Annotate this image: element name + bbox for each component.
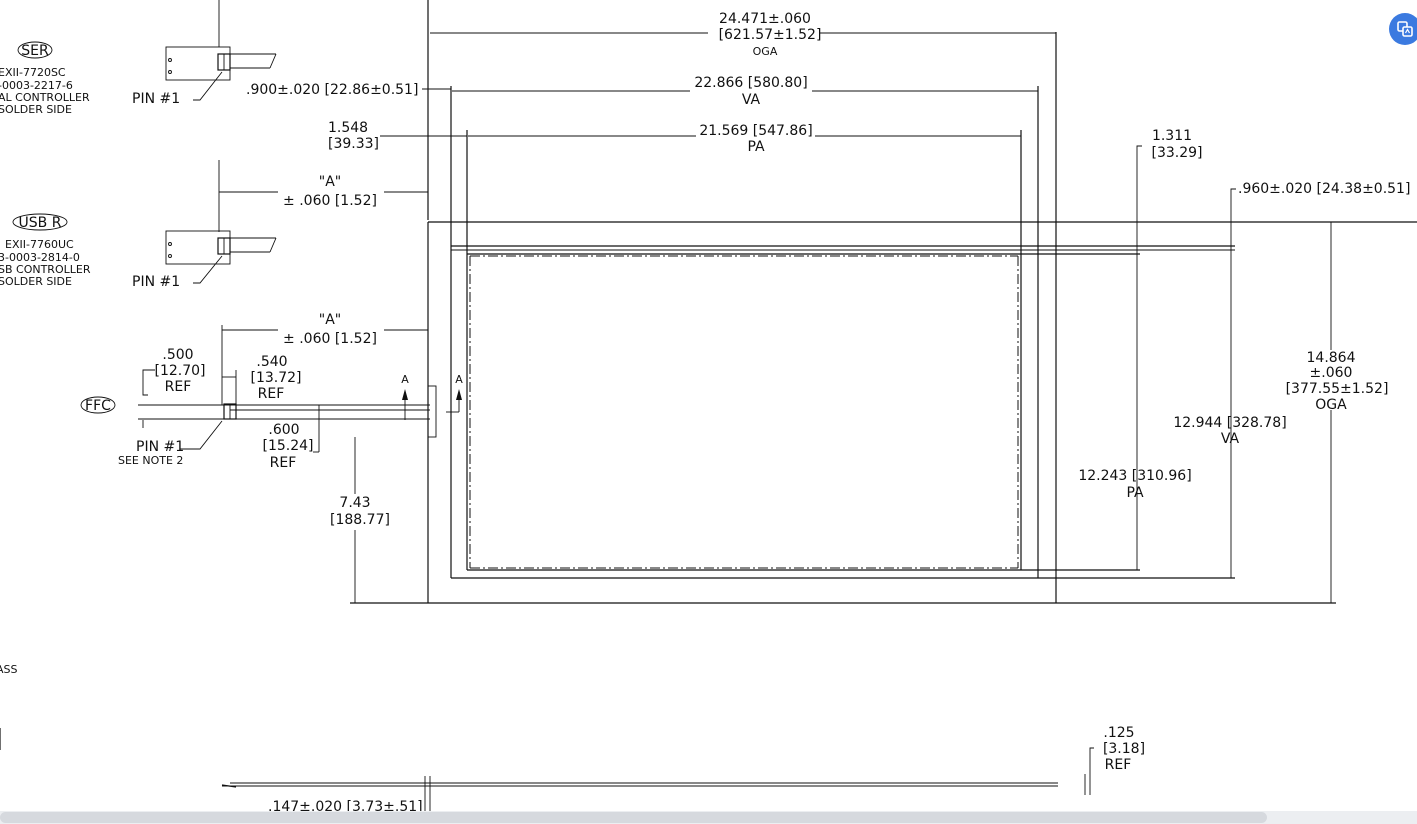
fragment-ass: ASS	[0, 663, 18, 676]
va-height-value: 12.944 [328.78]	[1173, 415, 1286, 431]
d743-mm: [188.77]	[330, 512, 390, 528]
oga-height-mm: [377.55±1.52]	[1286, 381, 1389, 397]
dim-900-value: .900±.020 [22.86±0.51]	[246, 82, 418, 98]
connector-ser: SER EXII-7720SC -0003-2217-6 AL CONTROLL…	[0, 0, 428, 232]
d600-value: .600	[268, 422, 299, 438]
dim-va-width: 22.866 [580.80] VA	[452, 75, 1038, 108]
dim-1548-value: 1.548	[328, 120, 368, 136]
oga-width-label: OGA	[753, 45, 778, 58]
d540-mm: [13.72]	[250, 370, 301, 386]
oga-height-tol: ±.060	[1310, 365, 1353, 381]
dim-960: .960±.020 [24.38±0.51]	[1230, 181, 1410, 578]
d743-value: 7.43	[339, 495, 370, 511]
image-translate-button[interactable]	[1389, 13, 1417, 45]
pa-width-value: 21.569 [547.86]	[699, 123, 812, 139]
d125-value: .125	[1103, 725, 1134, 741]
ser-desc1: AL CONTROLLER	[0, 91, 90, 104]
oga-height-label: OGA	[1315, 397, 1347, 413]
scrollbar-thumb[interactable]	[0, 812, 1267, 823]
usb-tag: USB R	[19, 215, 62, 231]
ser-tag: SER	[21, 43, 49, 59]
pa-width-label: PA	[747, 139, 765, 155]
d540-ref: REF	[258, 386, 285, 402]
a-ser-value: ± .060 [1.52]	[283, 193, 377, 209]
dim-900: .900±.020 [22.86±0.51]	[246, 82, 451, 98]
ffc-pin: PIN #1	[136, 439, 184, 455]
ser-pn: -0003-2217-6	[0, 79, 73, 92]
side-view: ASS .125 [3.18] REF .147±.020 [3.73±.51]	[0, 663, 1145, 815]
section-a-left: A	[401, 373, 409, 386]
dim-va-height: 12.944 [328.78] VA	[1173, 415, 1286, 447]
dim-oga-height: 14.864 ±.060 [377.55±1.52] OGA	[1286, 222, 1389, 603]
usb-pn: 3-0003-2814-0	[0, 251, 80, 264]
dim-oga-width: 24.471±.060 [621.57±1.52] OGA	[430, 11, 1056, 58]
ser-part: EXII-7720SC	[0, 66, 66, 79]
ser-desc2: SOLDER SIDE	[0, 103, 72, 116]
d125-ref: REF	[1105, 757, 1132, 773]
usb-pin: PIN #1	[132, 274, 180, 290]
oga-width-mm: [621.57±1.52]	[719, 27, 822, 43]
pa-height-value: 12.243 [310.96]	[1078, 468, 1191, 484]
va-width-value: 22.866 [580.80]	[694, 75, 807, 91]
image-translate-icon	[1397, 21, 1413, 37]
usb-desc2: SOLDER SIDE	[0, 275, 72, 288]
d600-ref: REF	[270, 455, 297, 471]
pa-height-label: PA	[1126, 485, 1144, 501]
a-ser-label: "A"	[319, 174, 341, 190]
dim-pa-height: 12.243 [310.96] PA	[1078, 468, 1191, 501]
dim-1311-value: 1.311	[1152, 128, 1192, 144]
va-width-label: VA	[742, 92, 761, 108]
d500-ref: REF	[165, 379, 192, 395]
d500-mm: [12.70]	[154, 363, 205, 379]
dim-1311-mm: [33.29]	[1151, 145, 1202, 161]
oga-width-value: 24.471±.060	[719, 11, 811, 27]
usb-part: EXII-7760UC	[5, 238, 74, 251]
panel-outlines	[350, 0, 1417, 604]
dim-pa-width: 21.569 [547.86] PA	[468, 123, 1021, 155]
dim-1548-mm: [39.33]	[328, 136, 379, 152]
connector-ffc: FFC "A" ± .060 [1.52] .500 [12.70] REF .…	[80, 312, 463, 603]
d540-value: .540	[256, 354, 287, 370]
dim-960-value: .960±.020 [24.38±0.51]	[1238, 181, 1410, 197]
a-ffc-label: "A"	[319, 312, 341, 328]
usb-desc1: SB CONTROLLER	[0, 263, 91, 276]
dim-1548: 1.548 [39.33]	[328, 120, 467, 152]
connector-usb: USB R EXII-7760UC 3-0003-2814-0 SB CONTR…	[0, 213, 277, 290]
ffc-tag: FFC	[85, 398, 111, 414]
dim-1311: 1.311 [33.29]	[1136, 128, 1203, 570]
ser-pin: PIN #1	[132, 91, 180, 107]
ffc-note: SEE NOTE 2	[118, 454, 183, 467]
va-height-label: VA	[1221, 431, 1240, 447]
d600-mm: [15.24]	[262, 438, 313, 454]
d500-value: .500	[162, 347, 193, 363]
a-ffc-value: ± .060 [1.52]	[283, 331, 377, 347]
horizontal-scrollbar[interactable]	[0, 811, 1417, 824]
oga-height-value: 14.864	[1307, 350, 1356, 366]
section-a-right: A	[455, 373, 463, 386]
d125-mm: [3.18]	[1103, 741, 1145, 757]
